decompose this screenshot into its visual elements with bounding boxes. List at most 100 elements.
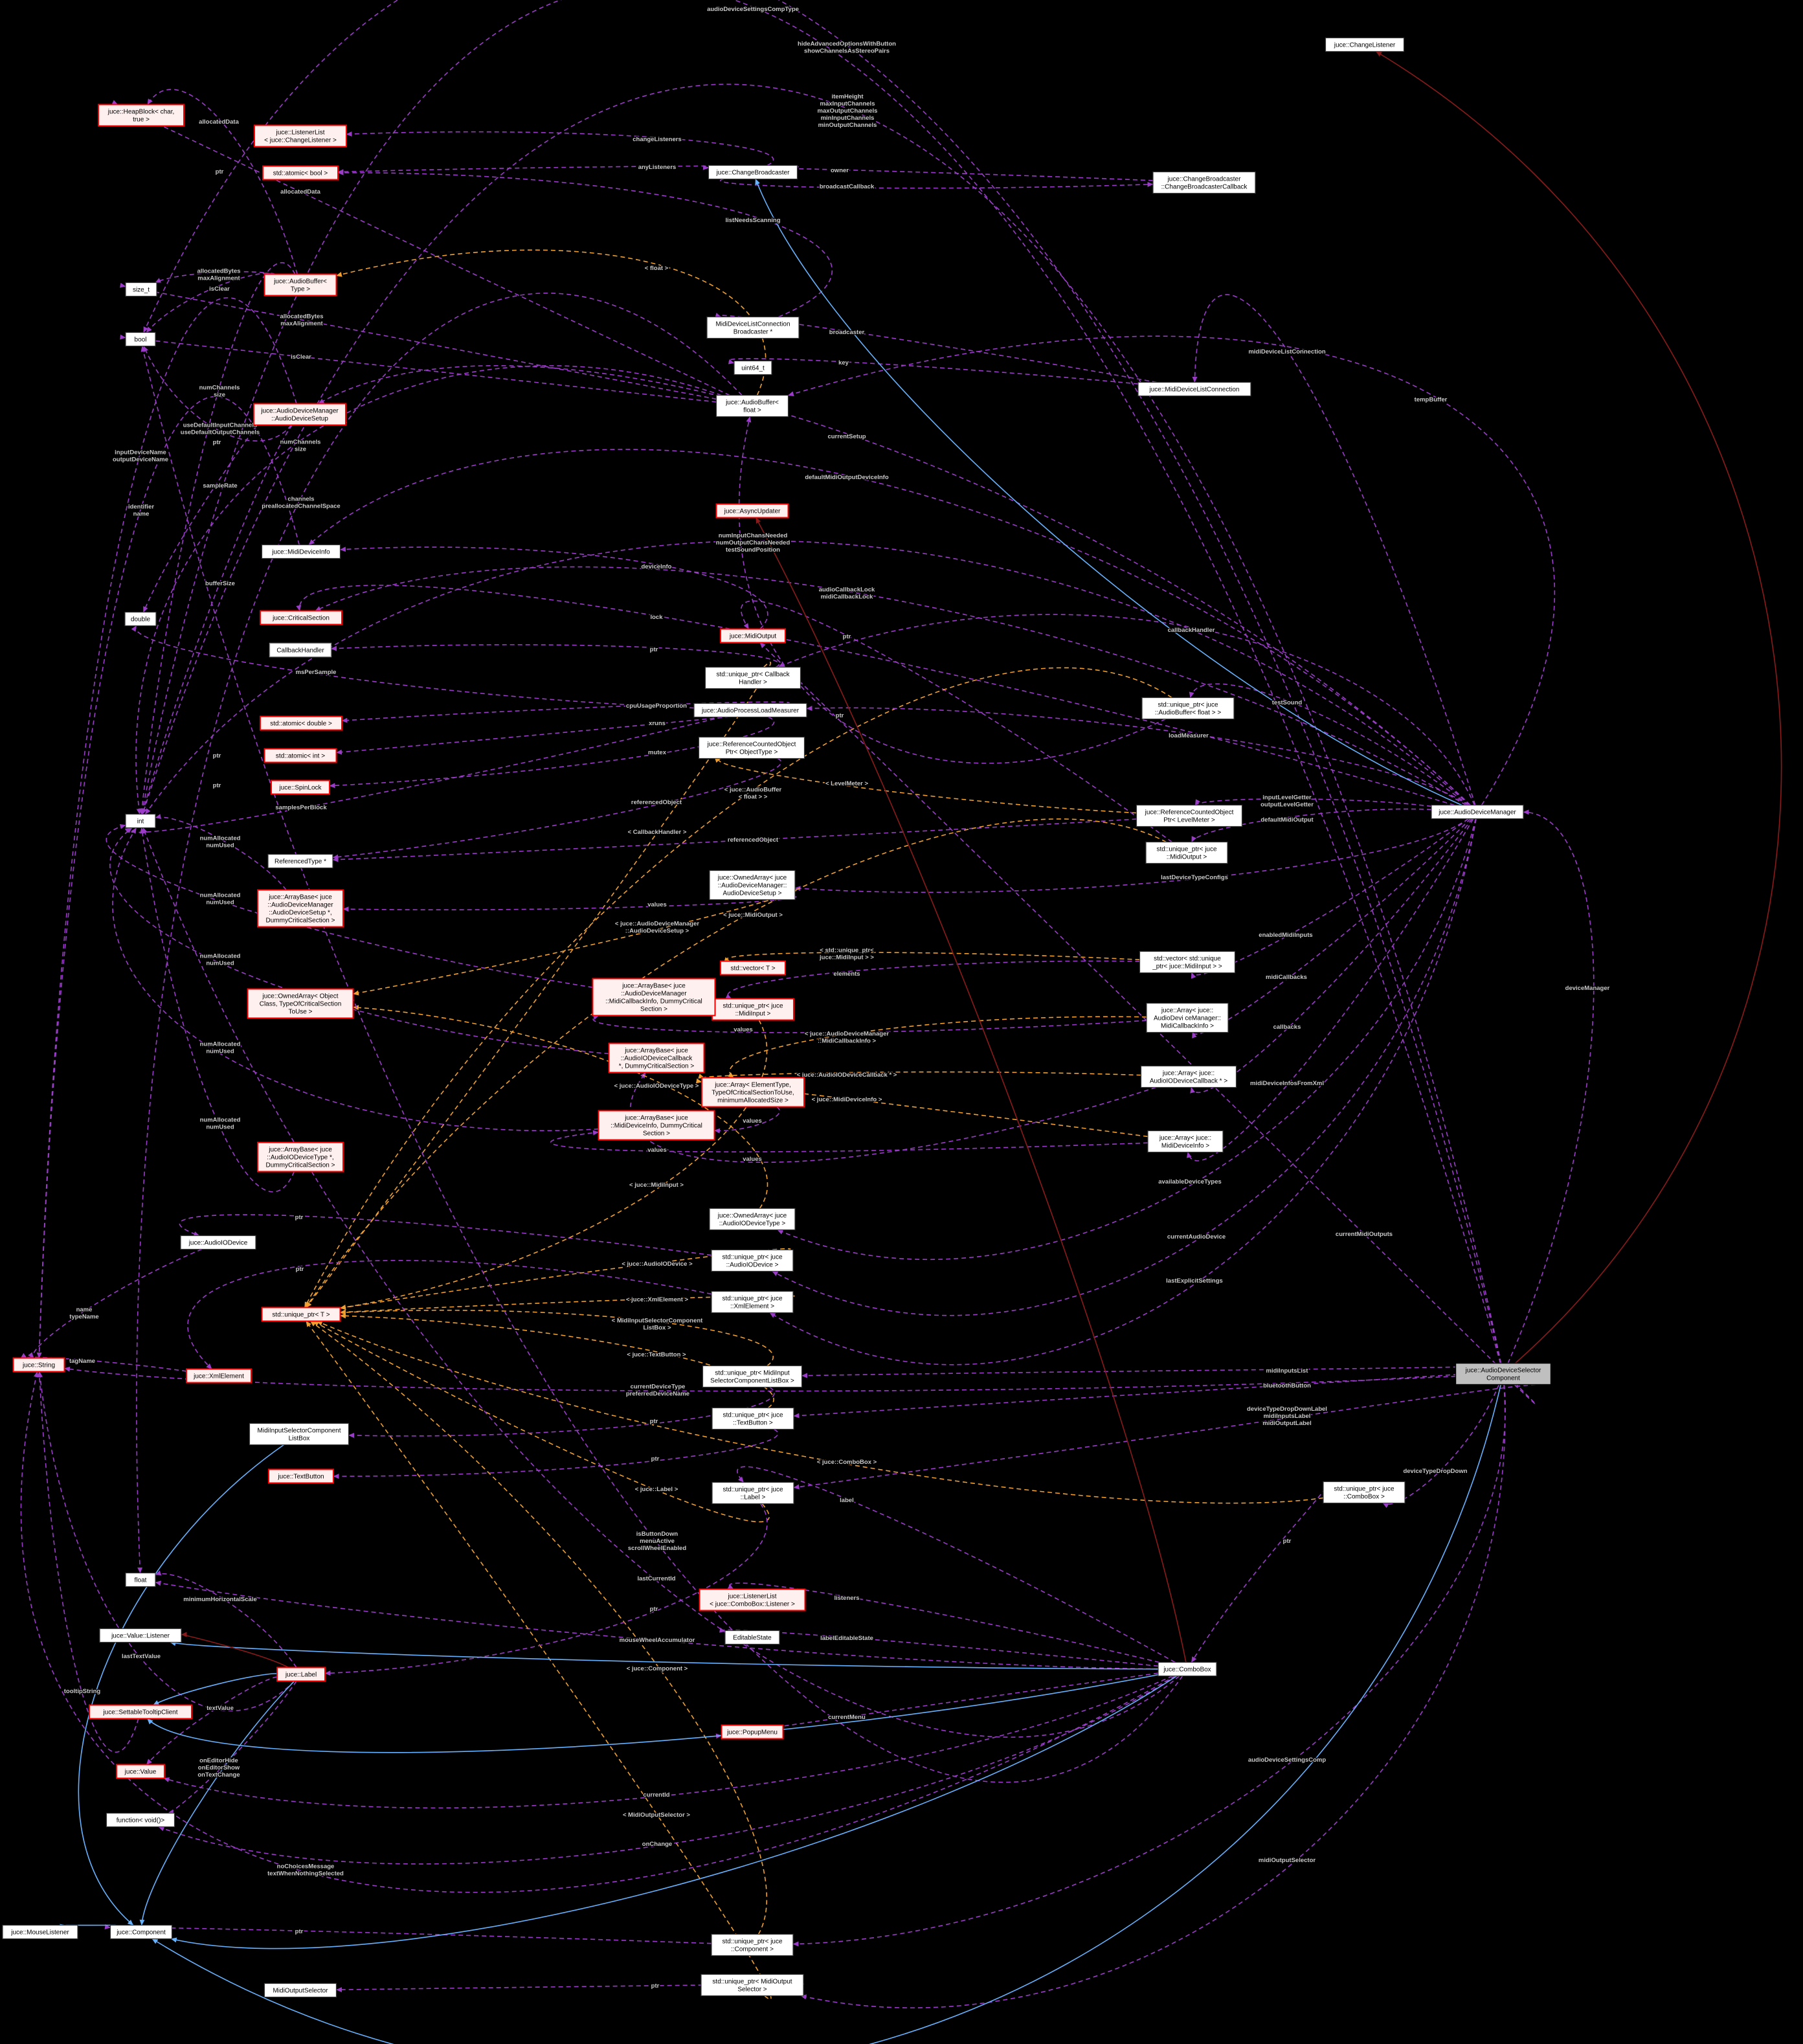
node-box-midioutput[interactable] xyxy=(720,628,786,644)
node-box-value-listener[interactable] xyxy=(99,1628,182,1643)
node-box-mouselistener[interactable] xyxy=(2,1924,78,1940)
node-box-unique-midiinput[interactable] xyxy=(711,998,794,1021)
node-atomic-double[interactable]: std::atomic< double > xyxy=(260,715,342,731)
node-criticalsection[interactable]: juce::CriticalSection xyxy=(260,610,342,625)
node-box-selector[interactable] xyxy=(1455,1362,1552,1386)
node-box-arraybase-midicallbackinfo[interactable] xyxy=(592,978,716,1016)
node-box-listenerlist-combobox[interactable] xyxy=(699,1588,806,1612)
node-box-settabletooltipclient[interactable] xyxy=(89,1704,192,1720)
node-box-arraybase-audioiodevicecallback[interactable] xyxy=(608,1042,705,1073)
node-textbutton[interactable]: juce::TextButton xyxy=(268,1468,334,1484)
node-box-value[interactable] xyxy=(116,1764,165,1779)
node-array-audioiodevicecallback[interactable]: juce::Array< juce::AudioIODeviceCallback… xyxy=(1140,1065,1237,1088)
node-arraybase-audiodevicesetup[interactable]: juce::ArrayBase< juce::AudioDeviceManage… xyxy=(257,889,344,928)
node-audiobuffer-float[interactable]: juce::AudioBuffer<float > xyxy=(715,394,789,418)
node-box-midioutputselector[interactable] xyxy=(263,1982,337,1998)
node-box-array-audioiodevicecallback[interactable] xyxy=(1140,1065,1237,1088)
node-box-midideviceinfo[interactable] xyxy=(261,544,341,559)
node-box-popupmenu[interactable] xyxy=(721,1724,784,1740)
node-xmlelement[interactable]: juce::XmlElement xyxy=(186,1368,252,1384)
node-float[interactable]: float xyxy=(125,1572,156,1588)
node-box-component[interactable] xyxy=(109,1924,173,1940)
node-listenerlist-changelistener[interactable]: juce::ListenerList< juce::ChangeListener… xyxy=(254,124,347,148)
node-box-referencedtype[interactable] xyxy=(267,853,333,869)
node-box-unique-audiobuffer-float[interactable] xyxy=(1141,697,1235,720)
node-box-atomic-bool[interactable] xyxy=(262,165,339,181)
node-box-spinlock[interactable] xyxy=(271,780,330,795)
node-box-unique-midiinputselector[interactable] xyxy=(702,1365,803,1388)
node-size-t[interactable]: size_t xyxy=(125,282,157,297)
node-unique-label[interactable]: std::unique_ptr< juce::Label > xyxy=(711,1481,794,1505)
node-box-array-midideviceinfo[interactable] xyxy=(1147,1130,1224,1153)
node-box-vector-unique-midiinput[interactable] xyxy=(1139,950,1236,974)
node-atomic-bool[interactable]: std::atomic< bool > xyxy=(262,165,339,181)
node-box-combobox[interactable] xyxy=(1158,1661,1217,1677)
node-asyncupdater[interactable]: juce::AsyncUpdater xyxy=(715,503,789,519)
node-box-vector-t[interactable] xyxy=(720,960,786,976)
node-box-array-midicallbackinfo[interactable] xyxy=(1146,1002,1229,1033)
node-arraybase-midicallbackinfo[interactable]: juce::ArrayBase< juce::AudioDeviceManage… xyxy=(592,978,716,1016)
node-uint64[interactable]: uint64_t xyxy=(734,360,772,376)
node-string[interactable]: juce::String xyxy=(12,1357,65,1373)
node-ownedarray-audiodevicesetup[interactable]: juce::OwnedArray< juce::AudioDeviceManag… xyxy=(709,870,796,901)
node-array-elementtype[interactable]: juce::Array< ElementType,TypeOfCriticalS… xyxy=(701,1077,805,1108)
node-box-changebroadcastercallback[interactable] xyxy=(1152,171,1256,194)
node-box-uint64[interactable] xyxy=(734,360,772,376)
node-box-midiinputselector-listbox[interactable] xyxy=(249,1422,350,1446)
node-audiodevicemanager[interactable]: juce::AudioDeviceManager xyxy=(1431,804,1524,820)
node-box-criticalsection[interactable] xyxy=(260,610,342,625)
node-unique-t[interactable]: std::unique_ptr< T > xyxy=(261,1307,341,1322)
node-unique-xmlelement[interactable]: std::unique_ptr< juce::XmlElement > xyxy=(711,1290,794,1314)
node-atomic-int[interactable]: std::atomic< int > xyxy=(263,748,337,763)
node-editablestate[interactable]: EditableState xyxy=(724,1630,780,1645)
node-function-void[interactable]: function< void()> xyxy=(106,1812,175,1828)
node-box-unique-audioiodevice[interactable] xyxy=(711,1249,794,1272)
node-box-unique-label[interactable] xyxy=(711,1481,794,1505)
node-unique-combobox[interactable]: std::unique_ptr< juce::ComboBox > xyxy=(1323,1481,1405,1504)
node-box-asyncupdater[interactable] xyxy=(715,503,789,519)
node-changebroadcaster[interactable]: juce::ChangeBroadcaster xyxy=(708,164,798,180)
node-box-arraybase-midideviceinfo[interactable] xyxy=(598,1110,715,1141)
node-array-midicallbackinfo[interactable]: juce::Array< juce::AudioDevi ceManager::… xyxy=(1146,1002,1229,1033)
node-value[interactable]: juce::Value xyxy=(116,1764,165,1779)
node-box-unique-textbutton[interactable] xyxy=(711,1407,794,1430)
node-heapblock[interactable]: juce::HeapBlock< char,true > xyxy=(98,104,185,127)
node-arraybase-midideviceinfo[interactable]: juce::ArrayBase< juce::MidiDeviceInfo, D… xyxy=(598,1110,715,1141)
node-unique-component[interactable]: std::unique_ptr< juce::Component > xyxy=(711,1933,794,1957)
node-box-changelistener[interactable] xyxy=(1325,37,1405,52)
node-popupmenu[interactable]: juce::PopupMenu xyxy=(721,1724,784,1740)
node-box-refcountedobject-objecttype[interactable] xyxy=(698,736,805,759)
node-box-label[interactable] xyxy=(276,1667,326,1682)
node-box-refcounted-levelmeter[interactable] xyxy=(1136,804,1243,827)
node-box-unique-component[interactable] xyxy=(711,1933,794,1957)
node-box-bool[interactable] xyxy=(125,331,156,347)
node-unique-midiinput[interactable]: std::unique_ptr< juce::MidiInput > xyxy=(711,998,794,1021)
node-referencedtype[interactable]: ReferencedType * xyxy=(267,853,333,869)
node-box-unique-midioutputselector[interactable] xyxy=(700,1973,804,1997)
node-box-int[interactable] xyxy=(125,813,156,829)
node-box-string[interactable] xyxy=(12,1357,65,1373)
node-box-array-elementtype[interactable] xyxy=(701,1077,805,1108)
node-box-atomic-int[interactable] xyxy=(263,748,337,763)
node-box-float[interactable] xyxy=(125,1572,156,1588)
node-unique-midioutput[interactable]: std::unique_ptr< juce::MidiOutput > xyxy=(1145,841,1228,864)
node-box-size-t[interactable] xyxy=(125,282,157,297)
node-box-double[interactable] xyxy=(124,611,157,627)
node-ownedarray-audioiodevicetype[interactable]: juce::OwnedArray< juce::AudioIODeviceTyp… xyxy=(709,1207,796,1231)
node-audiobuffer-type[interactable]: juce::AudioBuffer<Type > xyxy=(263,273,337,297)
node-midioutputselector[interactable]: MidiOutputSelector xyxy=(263,1982,337,1998)
node-double[interactable]: double xyxy=(124,611,157,627)
node-box-callbackhandler[interactable] xyxy=(269,642,332,658)
node-bool[interactable]: bool xyxy=(125,331,156,347)
node-midideviceinfo[interactable]: juce::MidiDeviceInfo xyxy=(261,544,341,559)
node-unique-audioiodevice[interactable]: std::unique_ptr< juce::AudioIODevice > xyxy=(711,1249,794,1272)
node-component[interactable]: juce::Component xyxy=(109,1924,173,1940)
node-changebroadcastercallback[interactable]: juce::ChangeBroadcaster::ChangeBroadcast… xyxy=(1152,171,1256,194)
node-box-mididevicelistconnection[interactable] xyxy=(1137,381,1251,397)
node-box-audioprocessloadmeasurer[interactable] xyxy=(693,702,807,718)
